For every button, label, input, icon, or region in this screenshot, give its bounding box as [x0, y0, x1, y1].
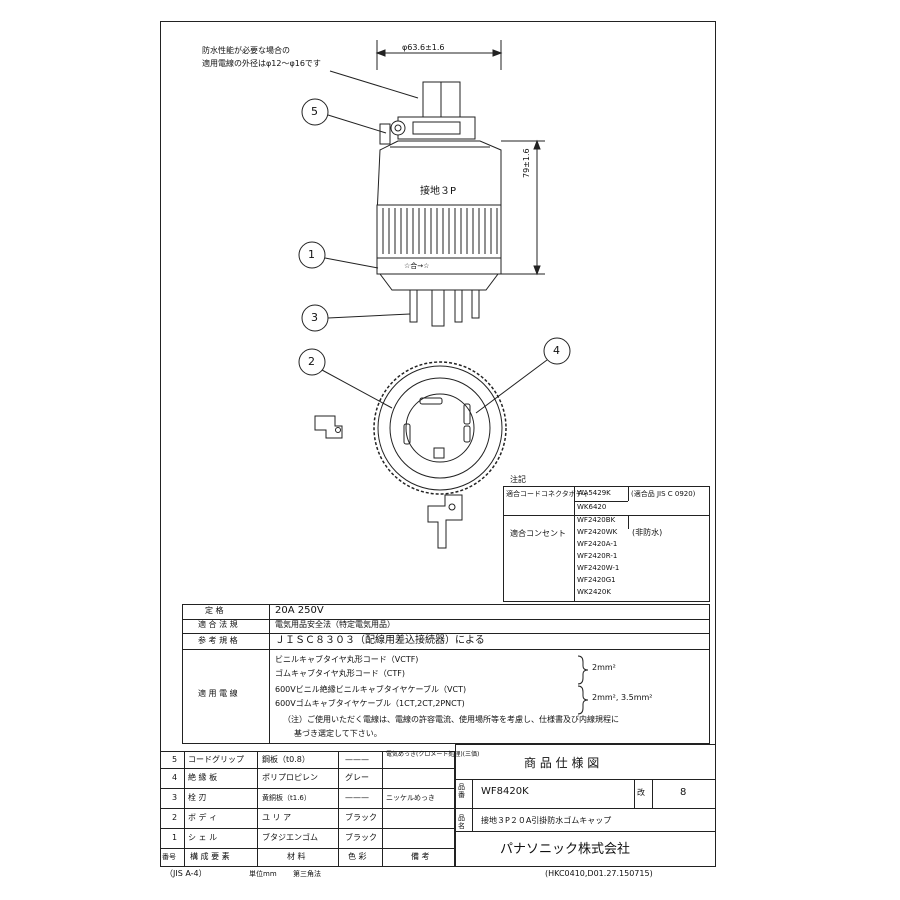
- cable-note: （注）ご使用いただく電線は、電線の許容電流、使用場所等を考慮し、仕様書及び内線規…: [283, 715, 619, 724]
- parts-header-note: 電気めっき(クロメート処理)(三価): [386, 751, 480, 758]
- footer-name: 構 成 要 素: [190, 852, 230, 861]
- document-code: (HKC0410,D01.27.150715): [545, 869, 653, 878]
- part-material: ポリプロピレン: [262, 773, 318, 782]
- cable-note: 基づき選定して下さい。: [294, 729, 382, 738]
- drawing-frame: [160, 21, 716, 867]
- callout-1: 1: [308, 248, 315, 261]
- cable-note-line-1: 防水性能が必要な場合の: [202, 46, 290, 55]
- outlet-item: WF2420G1: [577, 576, 616, 584]
- notes-title: 注記: [510, 475, 526, 484]
- part-name: コードグリップ: [188, 755, 244, 764]
- parts-table: [160, 751, 455, 867]
- note-leader: [329, 70, 419, 99]
- product-name: 接地３P２０A引掛防水ゴムキャップ: [481, 816, 612, 825]
- connector-item: WK6420: [577, 503, 607, 511]
- outlet-item: WF2420W-1: [577, 564, 620, 572]
- cable-label: 適 用 電 線: [198, 689, 238, 698]
- notes-box: [503, 486, 710, 602]
- revision-label: 改: [637, 788, 645, 797]
- part-material: 鋼板（t0.8）: [262, 755, 310, 764]
- outlet-item: WK2420K: [577, 588, 611, 596]
- callout-5: 5: [311, 105, 318, 118]
- rating-label: 定 格: [205, 606, 224, 615]
- item-no-label: 品番: [458, 783, 465, 800]
- paper-size: （JIS A-4）: [165, 869, 207, 878]
- cable-line: 600Vゴムキャブタイヤケーブル（1CT,2CT,2PNCT): [275, 699, 465, 708]
- cable-note-line-2: 適用電線の外径はφ12～φ16です: [202, 59, 321, 68]
- callout-2: 2: [308, 355, 315, 368]
- outlet-item: WF2420WK: [577, 528, 618, 536]
- spec-table: [182, 604, 710, 744]
- connector-item: WA5429K: [577, 489, 611, 497]
- part-material: ユ リ ア: [262, 813, 292, 822]
- cable-size-1: 2mm²: [592, 663, 616, 672]
- part-name: ボ デ ィ: [188, 813, 218, 822]
- part-color: ———: [345, 793, 369, 802]
- law-label: 適 合 法 規: [198, 620, 238, 629]
- part-remark: ニッケルめっき: [386, 794, 435, 802]
- standard-value: ＪＩＳＣ８３０３（配線用差込接続器）による: [275, 635, 485, 646]
- height-dimension: 79±1.6: [522, 148, 531, 178]
- footer-remark: 備 考: [411, 852, 430, 861]
- footer-no: 番号: [162, 853, 176, 861]
- callout-3: 3: [311, 311, 318, 324]
- part-name: 栓 刃: [188, 793, 207, 802]
- part-no: 3: [172, 793, 178, 802]
- outlet-item: WF2420A-1: [577, 540, 618, 548]
- projection-label: 第三角法: [293, 870, 321, 878]
- cable-line: ビニルキャブタイヤ丸形コード（VCTF): [275, 655, 419, 664]
- part-color: ———: [345, 755, 369, 764]
- connector-standard: (適合品 JIS C 0920): [631, 490, 696, 498]
- cable-line: 600Vビニル絶縁ビニルキャブタイヤケーブル（VCT): [275, 685, 467, 694]
- part-color: ブラック: [345, 833, 377, 842]
- part-color: グレー: [345, 773, 369, 782]
- part-material: ブタジエンゴム: [262, 833, 318, 842]
- unit-label: 単位mm: [249, 870, 277, 878]
- rating-value: 20A 250V: [275, 605, 324, 616]
- callout-4: 4: [553, 344, 560, 357]
- company-name: パナソニック株式会社: [500, 842, 631, 857]
- item-number: WF8420K: [481, 786, 529, 797]
- part-name: 絶 縁 板: [188, 773, 218, 782]
- part-color: ブラック: [345, 813, 377, 822]
- body-label: 接地３P: [420, 186, 457, 197]
- standard-label: 参 考 規 格: [198, 636, 238, 645]
- footer-color: 色 彩: [348, 852, 367, 861]
- drawing-title: 商 品 仕 様 図: [524, 756, 600, 770]
- part-material: 黄銅板（t1.6）: [262, 794, 311, 802]
- cable-line: ゴムキャブタイヤ丸形コード（CTF): [275, 669, 405, 678]
- outlet-note: (非防水): [632, 528, 663, 537]
- outlet-item: WF2420R-1: [577, 552, 618, 560]
- connector-label: 適合コードコネクタボディ: [506, 490, 590, 498]
- ring-label: ☆合→☆: [404, 262, 430, 270]
- product-label: 品名: [458, 814, 465, 831]
- part-no: 2: [172, 813, 178, 822]
- outlet-label: 適合コンセント: [510, 529, 566, 538]
- part-no: 4: [172, 773, 178, 782]
- revision-number: 8: [680, 787, 687, 798]
- part-no: 5: [172, 755, 178, 764]
- cable-size-2: 2mm², 3.5mm²: [592, 693, 653, 702]
- law-value: 電気用品安全法（特定電気用品）: [275, 620, 395, 629]
- part-no: 1: [172, 833, 178, 842]
- width-dimension: φ63.6±1.6: [400, 43, 447, 52]
- title-block: [455, 744, 716, 867]
- part-name: シ ェ ル: [188, 833, 218, 842]
- footer-material: 材 料: [287, 852, 306, 861]
- outlet-item: WF2420BK: [577, 516, 616, 524]
